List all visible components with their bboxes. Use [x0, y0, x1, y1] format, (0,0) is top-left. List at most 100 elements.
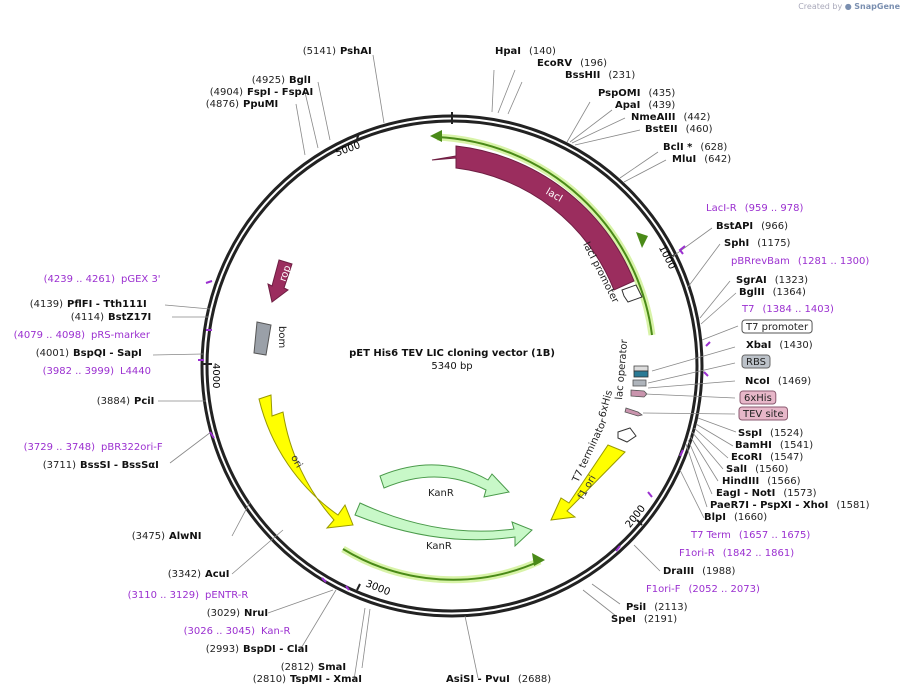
- enzyme-site[interactable]: SspI(1524): [738, 428, 803, 439]
- enzyme-position: (5141): [303, 46, 336, 57]
- enzyme-site[interactable]: PflFI - Tth111I(4139): [30, 299, 147, 310]
- enzyme-name: BssHII: [565, 70, 600, 81]
- enzyme-site[interactable]: BclI *(628): [663, 142, 727, 153]
- enzyme-position: (3475): [132, 531, 165, 542]
- primer-site[interactable]: pBRrevBam(1281 .. 1300): [731, 256, 869, 267]
- enzyme-site[interactable]: PspOMI (435): [598, 88, 675, 99]
- enzyme-site[interactable]: PciI(3884): [97, 396, 155, 407]
- enzyme-site[interactable]: BstAPI(966): [716, 221, 788, 232]
- primer-site[interactable]: LacI-R(959 .. 978): [706, 203, 803, 214]
- enzyme-site[interactable]: SalI(1560): [726, 464, 788, 475]
- primer-site[interactable]: T7 Term(1657 .. 1675): [690, 530, 810, 541]
- enzyme-site[interactable]: NruI(3029): [207, 608, 268, 619]
- enzyme-site[interactable]: EagI - NotI(1573): [716, 488, 817, 499]
- laci-promoter-feature[interactable]: [621, 284, 643, 303]
- enzyme-site[interactable]: BglI(4925): [252, 75, 311, 86]
- primer-name: pRS-marker: [91, 330, 151, 341]
- his-feature[interactable]: [630, 389, 648, 398]
- enzyme-site[interactable]: BamHI(1541): [735, 440, 813, 451]
- primer-site[interactable]: pBR322ori-F(3729 .. 3748): [24, 442, 163, 453]
- kanr-feature-1[interactable]: [379, 464, 510, 498]
- enzyme-site[interactable]: PpuMI(4876): [206, 99, 279, 110]
- enzyme-site[interactable]: DraIII(1988): [663, 566, 736, 577]
- enzyme-site[interactable]: BlpI(1660): [704, 512, 767, 523]
- enzyme-name: AsiSI - PvuI: [446, 674, 510, 685]
- primer-name: LacI-R: [706, 203, 737, 214]
- enzyme-site[interactable]: BspDI - ClaI(2993): [206, 644, 308, 655]
- enzyme-site[interactable]: HpaI(140): [495, 46, 556, 57]
- enzyme-position: (1547): [770, 452, 803, 463]
- rbs-feature[interactable]: [632, 379, 647, 387]
- enzyme-site[interactable]: TspMI - XmaI(2810): [253, 674, 362, 685]
- enzyme-site[interactable]: PshAI(5141): [303, 46, 372, 57]
- enzyme-site[interactable]: EcoRV(196): [537, 58, 607, 69]
- feature-tag[interactable]: T7 promoter: [741, 319, 813, 334]
- enzyme-site[interactable]: BssSI - BssSαI(3711): [43, 460, 159, 471]
- primer-site[interactable]: Kan-R(3026 .. 3045): [184, 626, 291, 637]
- rop-feature[interactable]: [267, 259, 293, 303]
- lac-operator-feature[interactable]: [633, 370, 649, 378]
- enzyme-site[interactable]: ApaI(439): [615, 100, 675, 111]
- enzyme-name: SgrAI: [736, 275, 767, 286]
- tev-feature[interactable]: [624, 407, 643, 417]
- f1-ori-feature[interactable]: [550, 444, 626, 521]
- enzyme-site[interactable]: EcoRI (1547): [731, 452, 803, 463]
- enzyme-site[interactable]: XbaI(1430): [746, 340, 813, 351]
- feature-tag-label: T7 promoter: [745, 322, 809, 333]
- feature-tag[interactable]: RBS: [741, 354, 771, 369]
- enzyme-site[interactable]: SpeI(2191): [611, 614, 677, 625]
- enzyme-site[interactable]: PaeR7I - PspXI - XhoI(1581): [710, 500, 870, 511]
- laci-feature[interactable]: [431, 145, 635, 291]
- primer-site[interactable]: L4440(3982 .. 3999): [43, 366, 151, 377]
- enzyme-position: (435): [648, 88, 675, 99]
- feature-tag-label: TEV site: [742, 409, 784, 420]
- ori-feature[interactable]: [258, 394, 354, 529]
- enzyme-site[interactable]: BstEII(460): [645, 124, 713, 135]
- primer-site[interactable]: F1ori-R(1842 .. 1861): [679, 548, 794, 559]
- enzyme-site[interactable]: SmaI(2812): [281, 662, 346, 673]
- enzyme-site[interactable]: AlwNI(3475): [132, 531, 202, 542]
- snapgene-credit: Created by ● SnapGene: [798, 2, 900, 11]
- t7-promoter-feature[interactable]: [633, 365, 649, 372]
- green-arrowhead-top: [430, 130, 442, 142]
- enzyme-site[interactable]: NmeAIII(442): [631, 112, 710, 123]
- primer-site[interactable]: T7(1384 .. 1403): [741, 304, 834, 315]
- enzyme-site[interactable]: FspI - FspAI(4904): [210, 87, 313, 98]
- enzyme-site[interactable]: BglII(1364): [739, 287, 806, 298]
- primer-name: pBRrevBam: [731, 256, 790, 267]
- primer-site[interactable]: pENTR-R(3110 .. 3129): [128, 590, 249, 601]
- enzyme-site[interactable]: BstZ17I(4114): [71, 312, 152, 323]
- enzyme-position: (2993): [206, 644, 239, 655]
- primer-name: T7: [741, 304, 754, 315]
- primer-site[interactable]: pGEX 3'(4239 .. 4261): [44, 274, 161, 285]
- kanr-feature-2[interactable]: [354, 502, 533, 548]
- enzyme-name: SmaI: [318, 662, 346, 673]
- primer-site[interactable]: F1ori-F(2052 .. 2073): [646, 584, 760, 595]
- feature-tag[interactable]: 6xHis: [739, 390, 777, 405]
- feature-tag[interactable]: TEV site: [738, 406, 789, 421]
- enzyme-site[interactable]: SgrAI(1323): [736, 275, 808, 286]
- enzyme-site[interactable]: AsiSI - PvuI(2688): [446, 674, 551, 685]
- enzyme-name: PspOMI: [598, 88, 640, 99]
- primer-position: (1842 .. 1861): [723, 548, 795, 559]
- primer-site[interactable]: pRS-marker(4079 .. 4098): [14, 330, 151, 341]
- enzyme-name: PpuMI: [243, 99, 278, 110]
- label-layer: HpaI(140)EcoRV(196)BssHII(231) PspOMI (435…: [14, 46, 870, 685]
- enzyme-site[interactable]: PsiI(2113): [626, 602, 688, 613]
- enzyme-site[interactable]: NcoI(1469): [745, 376, 811, 387]
- primer-name: pENTR-R: [205, 590, 248, 601]
- enzyme-site[interactable]: BssHII(231): [565, 70, 635, 81]
- feature-tag-label: RBS: [746, 357, 766, 368]
- enzyme-position: (2113): [654, 602, 687, 613]
- plasmid-name: pET His6 TEV LIC cloning vector (1B): [349, 348, 555, 359]
- enzyme-name: EcoRI: [731, 452, 762, 463]
- feature-tag-box: [741, 354, 771, 369]
- t7-terminator-feature[interactable]: [617, 427, 637, 443]
- enzyme-site[interactable]: AcuI(3342): [168, 569, 230, 580]
- enzyme-site[interactable]: SphI(1175): [724, 238, 791, 249]
- enzyme-site[interactable]: MluI(642): [672, 154, 731, 165]
- bom-feature[interactable]: [253, 321, 272, 356]
- enzyme-position: (3884): [97, 396, 130, 407]
- enzyme-site[interactable]: HindIII(1566): [722, 476, 801, 487]
- enzyme-site[interactable]: BspQI - SapI(4001): [36, 348, 142, 359]
